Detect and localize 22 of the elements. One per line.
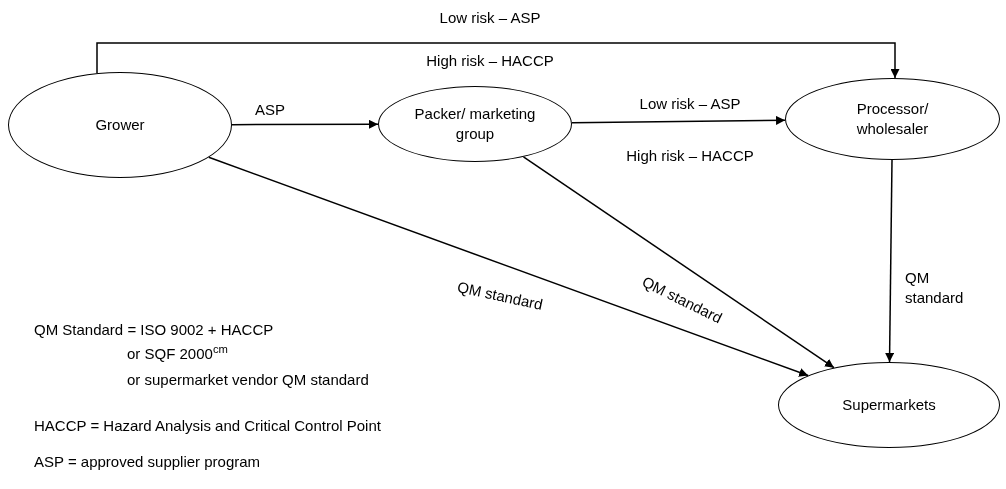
note-text: or supermarket vendor QM standard [127, 370, 369, 390]
arrow [231, 119, 379, 129]
edge-label: QM standard [905, 268, 965, 308]
risk-note: High risk – HACCP [425, 51, 555, 71]
arrow [522, 156, 835, 369]
node-label: Supermarkets [841, 395, 937, 415]
node-label: Processor/ wholesaler [855, 99, 930, 139]
note-text: or SQF 2000$^{cm}$ [127, 344, 228, 364]
note-text: HACCP = Hazard Analysis and Critical Control Point [34, 416, 381, 436]
arrow [96, 42, 900, 79]
edge-label: ASP [255, 100, 285, 120]
node-label: Grower [94, 115, 146, 135]
note-text: QM Standard = ISO 9002 + HACCP [34, 320, 274, 340]
note-text: ASP = approved supplier program [34, 452, 261, 472]
risk-note: High risk – HACCP [625, 146, 755, 166]
arrow [885, 159, 895, 363]
arrow [208, 156, 809, 377]
edge-label: QM standard [455, 277, 545, 315]
edge-label: Low risk – ASP [439, 8, 541, 28]
arrow [571, 115, 786, 125]
node-label: Packer/ marketing group [413, 104, 537, 144]
edge-label: Low risk – ASP [639, 94, 741, 114]
